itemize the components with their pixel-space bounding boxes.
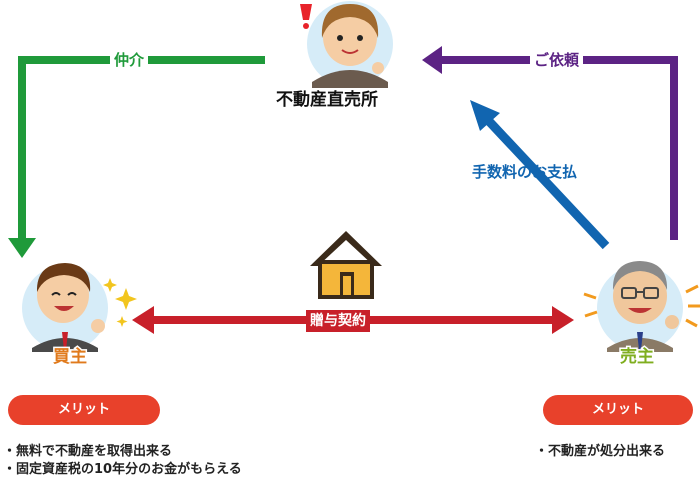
buyer-merit-item: ・無料で不動産を取得出来る xyxy=(3,444,173,459)
request-arrow xyxy=(422,46,678,240)
office-title: 不動産直売所 xyxy=(276,90,378,110)
request-label: ご依頼 xyxy=(530,51,584,69)
exclamation-icon xyxy=(300,4,312,29)
fee-payment-arrow xyxy=(470,100,610,250)
buyer-merit-list: ・無料で不動産を取得出来る ・固定資産税の10年分のお金がもらえる xyxy=(3,443,242,479)
seller-avatar xyxy=(597,261,683,352)
buyer-merit-badge: メリット xyxy=(8,395,160,425)
seller-role-label: 売主 xyxy=(619,346,656,369)
seller-merit-list: ・不動産が処分出来る xyxy=(535,443,665,461)
mediation-label: 仲介 xyxy=(110,51,149,69)
seller-merit-badge: メリット xyxy=(543,395,693,425)
buyer-avatar xyxy=(22,263,108,352)
house-icon xyxy=(310,231,382,299)
seller-merit-item: ・不動産が処分出来る xyxy=(535,444,666,459)
fee-payment-label: 手数料のお支払 xyxy=(472,163,578,181)
office-staff-avatar xyxy=(307,1,393,88)
buyer-merit-item: ・固定資産税の10年分のお金がもらえる xyxy=(3,462,242,477)
emphasis-lines-icon xyxy=(583,284,700,328)
sparkle-icon xyxy=(103,278,137,327)
mediation-arrow xyxy=(8,56,265,258)
gift-contract-label: 贈与契約 xyxy=(306,310,370,332)
buyer-role-label: 買主 xyxy=(52,346,89,369)
